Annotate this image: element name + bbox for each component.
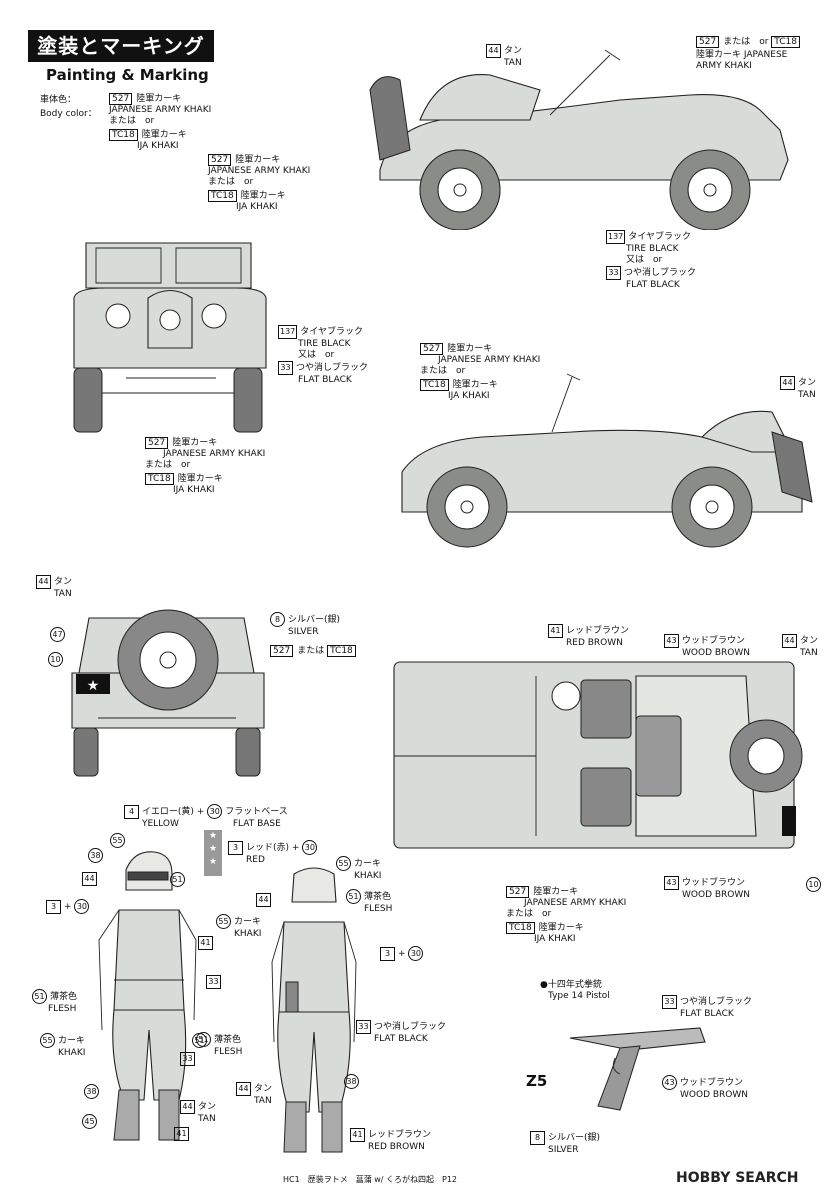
page-title: 塗装とマーキング (28, 30, 214, 62)
watermark: HOBBY SEARCH (676, 1170, 799, 1186)
figure-back-44: 44 (256, 893, 274, 907)
figure-back-38: 38 (344, 1074, 362, 1089)
footer-text: HC1 歴装ヲトメ 菖蒲 w/ くろがね四起 P12 (283, 1175, 458, 1184)
car-side-view-upper (369, 49, 789, 230)
top-callout-10: 10 (806, 877, 824, 892)
figure-front-55: 55 (110, 833, 128, 848)
rear-callout-10: 10 (48, 652, 66, 667)
type-14-pistol (569, 1027, 706, 1111)
figure-back-view (271, 867, 357, 1153)
figure-back-3-30: 3+ 30 (380, 946, 426, 961)
page-subtitle: Painting & Marking (46, 66, 209, 84)
figure-front-view (98, 851, 197, 1141)
rear-callout-47: 47 (50, 627, 68, 642)
pistol-title: ●十四年式拳銃 Type 14 Pistol (540, 980, 610, 1001)
rank-insignia-patch: ★★★ (204, 830, 222, 876)
figure-front-38: 38 (88, 848, 106, 863)
car-side-view-lower (401, 373, 813, 548)
figure-front-44: 44 (82, 872, 100, 886)
part-number-z5: Z5 (526, 1072, 548, 1090)
car-top-view (393, 661, 803, 849)
figure-front-41: 41 (198, 936, 216, 950)
car-front-view (73, 242, 267, 433)
figure-front-45: 45 (82, 1114, 100, 1129)
figure-front-51: 51 (170, 872, 188, 887)
car-rear-view: ★ (71, 609, 265, 777)
figure-front-33b: 33 (180, 1052, 198, 1066)
figure-front-38b: 38 (84, 1084, 102, 1099)
figure-front-33: 33 (206, 975, 224, 989)
body-color-label: 車体色： Body color： (40, 95, 97, 119)
figure-front-41b: 41 (174, 1127, 192, 1141)
svg-text:★: ★ (87, 678, 100, 694)
figure-front-3-30: 3+ 30 (46, 899, 92, 914)
